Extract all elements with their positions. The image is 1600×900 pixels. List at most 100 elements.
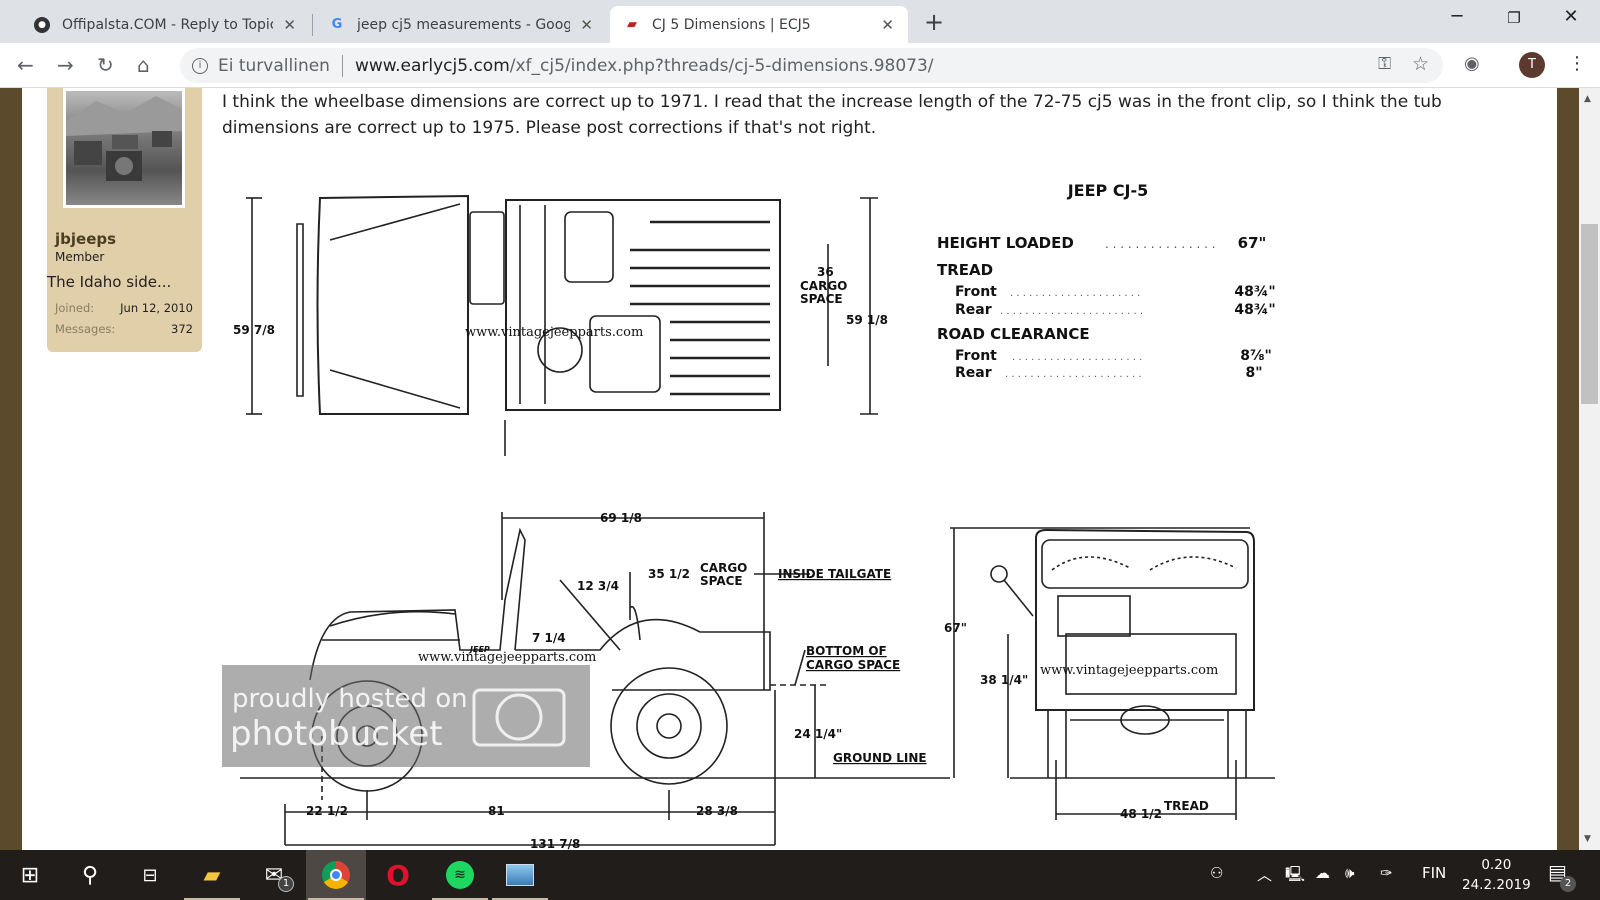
leader-dots: . . . . . . . . . . . . . . . . . . . . … <box>1012 352 1142 363</box>
clock[interactable]: 0.20 24.2.2019 <box>1462 855 1531 895</box>
notification-badge: 2 <box>1560 876 1576 892</box>
scroll-down-icon[interactable]: ▼ <box>1584 834 1591 844</box>
messages-count: 372 <box>171 322 193 336</box>
file-explorer-button[interactable]: ▰ <box>182 850 242 900</box>
divider <box>341 54 343 77</box>
reload-button[interactable]: ↻ <box>97 53 114 77</box>
messages-row: Messages: 372 <box>55 322 193 336</box>
spec-value: 8⅞" <box>1240 348 1272 364</box>
close-tab-icon[interactable]: ✕ <box>881 15 894 34</box>
dimension-label: 12 3/4 <box>577 579 619 593</box>
dimension-label: 22 1/2 <box>306 804 348 818</box>
opera-button[interactable]: O <box>368 850 428 900</box>
messages-label: Messages: <box>55 322 116 336</box>
mail-badge: 1 <box>278 876 294 892</box>
dimension-label: 59 1/8 <box>846 313 888 327</box>
photobucket-text: photobucket <box>230 714 443 754</box>
home-button[interactable]: ⌂ <box>137 53 150 77</box>
people-icon[interactable]: ⚇ <box>1210 864 1224 882</box>
key-icon[interactable]: ⚿ <box>1378 54 1391 74</box>
scrollbar-thumb[interactable] <box>1581 224 1598 404</box>
dimension-label: 59 7/8 <box>233 323 275 337</box>
tab-offipalsta[interactable]: ● Offipalsta.COM - Reply to Topic ✕ <box>20 6 310 43</box>
spotify-button[interactable]: ≋ <box>430 850 490 900</box>
spec-value: 48¾" <box>1234 284 1275 300</box>
forward-button[interactable]: → <box>57 53 74 77</box>
chrome-button[interactable] <box>306 850 366 900</box>
mail-button[interactable]: ✉1 <box>244 850 304 900</box>
folder-icon: ▰ <box>203 862 221 888</box>
spec-label: ROAD CLEARANCE <box>937 325 1090 343</box>
dimension-label: SPACE <box>700 574 743 588</box>
url-path: /xf_cj5/index.php?threads/cj-5-dimension… <box>509 55 934 76</box>
tab-cj5-dimensions[interactable]: ▰ CJ 5 Dimensions | ECJ5 ✕ <box>610 6 908 43</box>
dimension-label: GROUND LINE <box>833 751 927 765</box>
dimension-label: 38 1/4" <box>980 673 1028 687</box>
minimize-button[interactable]: ─ <box>1451 6 1463 27</box>
task-view-button[interactable]: ⊟ <box>120 850 180 900</box>
watermark-text: www.vintagejeepparts.com <box>1040 663 1218 678</box>
scroll-up-icon[interactable]: ▲ <box>1584 94 1591 104</box>
dimension-label: 28 3/8 <box>696 804 738 818</box>
page-border-right <box>1557 88 1579 850</box>
network-icon[interactable]: 🖳 <box>1285 865 1306 883</box>
user-title: The Idaho side... <box>47 273 172 291</box>
jeep-favicon-icon: ▰ <box>627 17 637 32</box>
info-icon[interactable]: i <box>192 57 208 74</box>
search-button[interactable]: ⚲ <box>60 850 120 900</box>
spec-label: Front <box>955 284 997 300</box>
onedrive-icon[interactable]: ☁ <box>1315 864 1330 882</box>
search-icon: ⚲ <box>81 862 99 888</box>
camera-icon <box>472 688 566 747</box>
restore-button[interactable]: ❐ <box>1507 9 1521 27</box>
clock-time: 0.20 <box>1481 857 1512 873</box>
dimension-label: 24 1/4" <box>794 727 842 741</box>
dimension-label: 7 1/4 <box>532 631 566 645</box>
post-text: I think the wheelbase dimensions are cor… <box>222 92 1442 138</box>
profile-avatar[interactable]: T <box>1519 52 1545 78</box>
close-tab-icon[interactable]: ✕ <box>580 15 593 34</box>
tab-google[interactable]: G jeep cj5 measurements - Google ✕ <box>315 6 607 43</box>
user-avatar-photo[interactable] <box>63 88 185 208</box>
tab-title: CJ 5 Dimensions | ECJ5 <box>652 16 811 33</box>
leader-dots: . . . . . . . . . . . . . . . . . . . . … <box>1000 306 1143 317</box>
bookmark-star-icon[interactable]: ☆ <box>1411 53 1429 75</box>
back-button[interactable]: ← <box>17 53 34 77</box>
volume-icon[interactable]: 🕪 <box>1345 864 1355 882</box>
task-view-icon: ⊟ <box>142 864 158 886</box>
close-tab-icon[interactable]: ✕ <box>283 15 296 34</box>
start-button[interactable]: ⊞ <box>0 850 60 900</box>
new-tab-button[interactable]: + <box>924 8 945 36</box>
jeep-badge: JEEP <box>468 645 490 654</box>
cj5-dimension-diagram[interactable]: JEEP CJ-5 HEIGHT LOADED . . . . . . . . … <box>0 88 1600 850</box>
leader-dots: . . . . . . . . . . . . . . . . . . . . … <box>1005 369 1142 380</box>
toolbar: ← → ↻ ⌂ i Ei turvallinen www.earlycj5.co… <box>0 43 1600 88</box>
dimension-label: SPACE <box>800 292 843 306</box>
chrome-icon <box>322 861 350 889</box>
dimension-label: 36 <box>817 265 834 279</box>
spec-label: HEIGHT LOADED <box>937 234 1074 252</box>
username-link[interactable]: jbjeeps <box>55 230 117 248</box>
spec-label: Rear <box>955 302 992 318</box>
dimension-label: 131 7/8 <box>530 837 580 850</box>
spec-label: Front <box>955 348 997 364</box>
pen-icon[interactable]: ✑ <box>1380 864 1393 882</box>
address-bar[interactable]: i Ei turvallinen www.earlycj5.com/xf_cj5… <box>180 48 1443 83</box>
close-window-button[interactable]: ✕ <box>1563 6 1579 27</box>
url-domain: www.earlycj5.com <box>354 55 510 76</box>
language-indicator[interactable]: FIN <box>1422 864 1447 882</box>
offipalsta-favicon-icon: ● <box>34 16 50 33</box>
dimension-label: 69 1/8 <box>600 511 642 525</box>
leader-dots: . . . . . . . . . . . . . . . . . . . . … <box>1010 288 1140 299</box>
spec-value: 67" <box>1238 234 1267 252</box>
menu-icon[interactable]: ⋮ <box>1568 53 1586 74</box>
photobucket-watermark: proudly hosted on photobucket <box>222 665 590 767</box>
spec-label: TREAD <box>937 261 993 279</box>
windows-icon: ⊞ <box>20 862 40 888</box>
photos-button[interactable] <box>490 850 550 900</box>
show-hidden-icons[interactable]: ︿ <box>1257 866 1273 884</box>
extension-icon[interactable]: ◉ <box>1464 53 1480 74</box>
page-content: ▲ ▼ jbjeeps Member The Idaho side... Joi… <box>0 88 1600 850</box>
clock-date: 24.2.2019 <box>1462 877 1531 893</box>
spec-value: 8" <box>1245 365 1262 381</box>
